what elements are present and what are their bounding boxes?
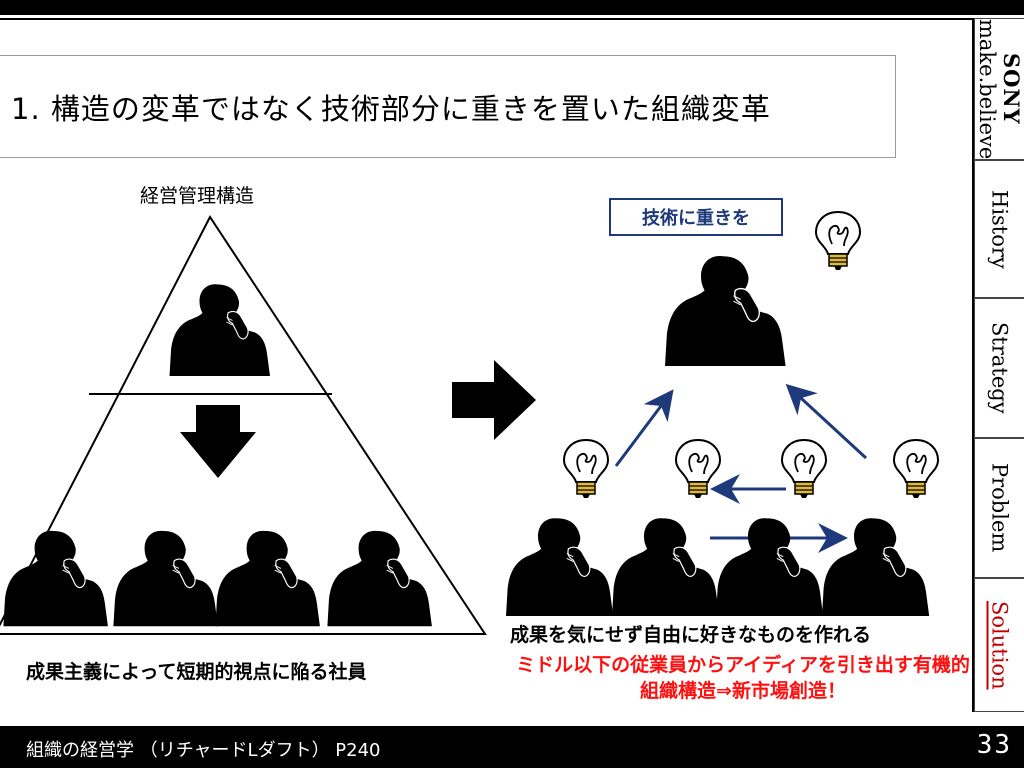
employee-silhouette-icon bbox=[611, 517, 720, 617]
slide-title: 1. 構造の変革ではなく技術部分に重きを置いた組織変革 bbox=[11, 92, 771, 126]
tab-history[interactable]: History bbox=[974, 160, 1024, 298]
top-bar bbox=[0, 0, 1024, 15]
slide-frame bbox=[0, 18, 974, 712]
lightbulb-icon bbox=[893, 439, 939, 499]
lightbulb-icon bbox=[563, 439, 609, 499]
organization-diagram bbox=[0, 211, 939, 635]
leader-silhouette-icon bbox=[664, 255, 787, 367]
tab-history-label: History bbox=[987, 189, 1012, 269]
tab-problem[interactable]: Problem bbox=[974, 438, 1024, 578]
footer-source: 組織の経営学 （リチャードLダフト） P240 bbox=[26, 740, 381, 761]
sony-logo: SONY make.believe bbox=[975, 19, 1024, 159]
tab-sony[interactable]: SONY make.believe bbox=[974, 18, 1024, 160]
sony-logo-tagline: make.believe bbox=[975, 18, 999, 160]
tab-strategy[interactable]: Strategy bbox=[974, 298, 1024, 438]
management-structure-heading: 経営管理構造 bbox=[140, 185, 255, 207]
tab-solution-label: Solution bbox=[987, 600, 1012, 690]
footer-bar: 組織の経営学 （リチャードLダフト） P240 33 bbox=[0, 726, 1024, 768]
idea-arrow bbox=[785, 383, 868, 460]
employee-silhouette-icon bbox=[821, 517, 930, 617]
sony-logo-word: SONY bbox=[999, 53, 1024, 125]
right-arrow-icon bbox=[452, 360, 536, 440]
title-box: 1. 構造の変革ではなく技術部分に重きを置いた組織変革 bbox=[0, 55, 896, 158]
left-caption: 成果主義によって短期的視点に陥る社員 bbox=[26, 661, 367, 683]
pyramid-outline bbox=[0, 215, 487, 635]
idea-arrow bbox=[614, 389, 674, 467]
right-caption: 成果を気にせず自由に好きなものを作れる bbox=[510, 624, 872, 646]
employee-silhouette-icon bbox=[505, 517, 614, 617]
lightbulb-icon bbox=[675, 439, 721, 499]
tab-problem-label: Problem bbox=[987, 463, 1012, 553]
lightbulb-icon bbox=[815, 211, 861, 271]
right-caption-highlight: ミドル以下の従業員からアイディアを引き出す有機的組織構造⇒新市場創造！ bbox=[516, 654, 970, 702]
page-number: 33 bbox=[976, 730, 1012, 760]
tab-solution[interactable]: Solution bbox=[974, 578, 1024, 712]
down-arrow-icon bbox=[180, 405, 256, 478]
employee-silhouette-icon bbox=[715, 517, 824, 617]
technology-emphasis-heading: 技術に重きを bbox=[609, 198, 783, 236]
tab-strategy-label: Strategy bbox=[987, 322, 1012, 414]
lightbulb-icon bbox=[781, 439, 827, 499]
